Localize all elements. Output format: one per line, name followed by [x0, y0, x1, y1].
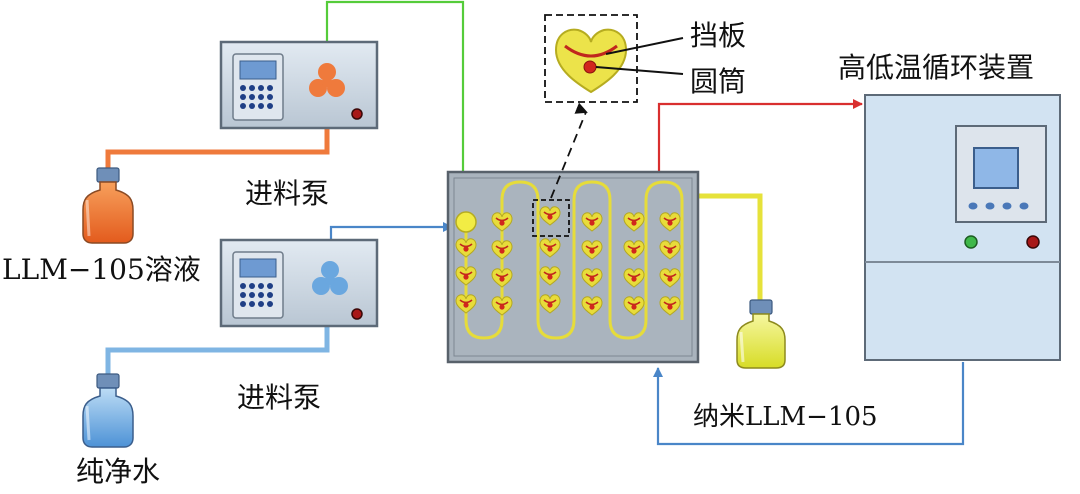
cylinder-leader-line [595, 66, 684, 75]
pump-head-icon [309, 63, 345, 97]
green-feed-line [325, 0, 468, 191]
detail-focus-box [532, 199, 570, 237]
cylinder-label: 圆筒 [690, 65, 747, 98]
cylinder-shape [583, 60, 597, 74]
solution-label: LLM−105溶液 [2, 253, 201, 286]
pump-label-bottom: 进料泵 [237, 381, 322, 414]
circulator-label: 高低温循环装置 [838, 51, 1035, 84]
pump-label-top: 进料泵 [245, 177, 330, 210]
pump-indicator-light [351, 308, 363, 320]
water-label: 纯净水 [76, 455, 161, 488]
temperature-circulator [864, 94, 1061, 361]
baffle-label: 挡板 [690, 19, 747, 52]
baffle-shape [564, 44, 618, 58]
blue-return-line [653, 362, 965, 446]
feed-pump-bottom [219, 238, 379, 328]
microreactor [446, 170, 700, 364]
power-off-light [1026, 235, 1040, 249]
heart-unit-column-1 [455, 237, 477, 314]
control-screen [973, 147, 1019, 189]
water-bottle-icon [82, 373, 134, 448]
detail-inset [544, 14, 684, 103]
light-blue-supply-line [105, 306, 330, 378]
pump-indicator-light [351, 108, 363, 120]
yellow-outlet-line [674, 193, 763, 302]
product-label: 纳米LLM−105 [693, 402, 878, 432]
orange-supply-line [105, 108, 330, 176]
solution-bottle-icon [82, 167, 134, 244]
detail-pointer-arrow [550, 102, 588, 199]
inlet-mixer [455, 211, 477, 233]
feed-pump-top [219, 40, 379, 130]
red-return-line [657, 99, 863, 172]
product-bottle-icon [736, 299, 786, 369]
pump-head-icon [312, 261, 348, 295]
baffle-leader-line [605, 37, 684, 55]
power-on-light [964, 235, 978, 249]
